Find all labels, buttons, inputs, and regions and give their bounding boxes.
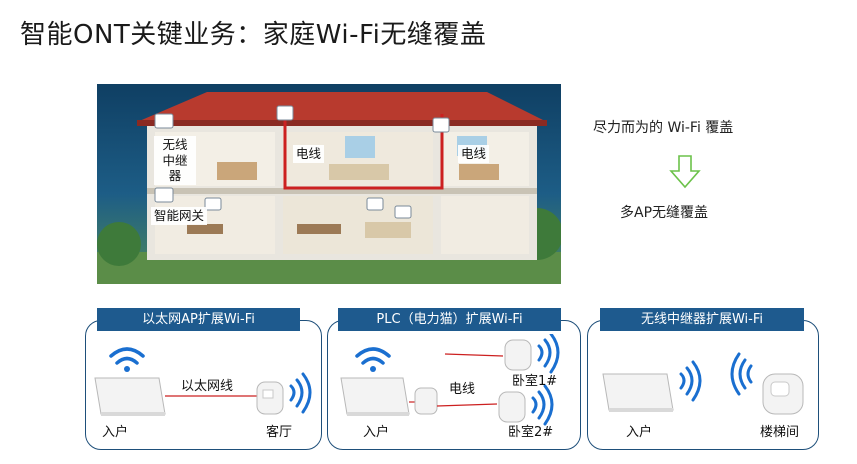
- scenario-plc-header: PLC（电力猫）扩展Wi-Fi: [338, 308, 561, 331]
- wire-label-left: 电线: [293, 145, 325, 163]
- relay-label-line2: 中继器: [162, 152, 188, 184]
- relay-label: 无线 中继器: [154, 136, 196, 185]
- best-effort-text: 尽力而为的 Wi-Fi 覆盖: [593, 120, 734, 136]
- ap-device: [256, 381, 284, 415]
- wifi-icon: [109, 347, 145, 372]
- ont-device: [94, 377, 166, 416]
- floor-slab: [147, 188, 537, 194]
- ethernet-room-label: 客厅: [266, 425, 293, 440]
- gateway-label: 智能网关: [151, 207, 208, 225]
- desk: [187, 224, 223, 234]
- dining-table: [297, 224, 341, 234]
- tree: [97, 222, 141, 266]
- bed: [217, 162, 257, 180]
- repeater-entry-label: 入户: [626, 425, 653, 440]
- repeater-diagram: [602, 352, 804, 415]
- bed: [459, 164, 499, 180]
- wifi-icon: [730, 352, 753, 396]
- ap-device: [204, 197, 222, 211]
- ap-device: [366, 197, 384, 211]
- wifi-icon: [679, 360, 702, 402]
- plc-wire-bottom: [436, 403, 498, 407]
- relay-device: [154, 113, 174, 129]
- wifi-icon: [355, 347, 391, 372]
- ethernet-cable-label: 以太网线: [181, 379, 234, 394]
- plc-wire-label: 电线: [449, 382, 476, 397]
- relay-label-line1: 无线: [162, 137, 188, 152]
- roof-edge: [137, 120, 547, 126]
- sofa: [329, 164, 389, 180]
- wifi-icon: [537, 334, 560, 374]
- ont-device: [602, 373, 674, 412]
- ethernet-diagram: [94, 347, 312, 416]
- repeater-device: [762, 373, 804, 415]
- sofa: [365, 222, 411, 238]
- multi-ap-text: 多AP无缝覆盖: [620, 205, 709, 221]
- page-title: 智能ONT关键业务：家庭Wi-Fi无缝覆盖: [20, 20, 487, 50]
- plc-device: [276, 105, 294, 121]
- plc-adapter: [414, 387, 438, 415]
- ap-device-top: [504, 339, 532, 371]
- power-wire: [283, 114, 444, 190]
- window: [345, 136, 375, 158]
- ap-device: [394, 205, 412, 219]
- roof: [137, 92, 547, 122]
- plc-entry-label: 入户: [363, 425, 390, 440]
- plc-bedroom1-label: 卧室1#: [512, 374, 558, 389]
- repeater-stair-label: 楼梯间: [760, 425, 800, 440]
- ethernet-entry-label: 入户: [102, 425, 129, 440]
- wifi-icon: [531, 384, 554, 426]
- room-kitchen: [441, 196, 529, 254]
- down-arrow-icon: [669, 155, 701, 189]
- plc-bedroom2-label: 卧室2#: [508, 425, 554, 440]
- gateway-device: [154, 187, 174, 203]
- plc-device: [432, 117, 450, 133]
- wire-label-right: 电线: [458, 145, 490, 163]
- scenario-repeater-header: 无线中继器扩展Wi-Fi: [600, 308, 804, 331]
- plc-wire-top: [444, 353, 504, 357]
- scenario-ethernet-header: 以太网AP扩展Wi-Fi: [97, 308, 300, 331]
- ont-device: [340, 377, 410, 416]
- wifi-icon: [289, 372, 312, 414]
- plc-diagram: [340, 334, 560, 426]
- ap-device-bottom: [498, 391, 526, 423]
